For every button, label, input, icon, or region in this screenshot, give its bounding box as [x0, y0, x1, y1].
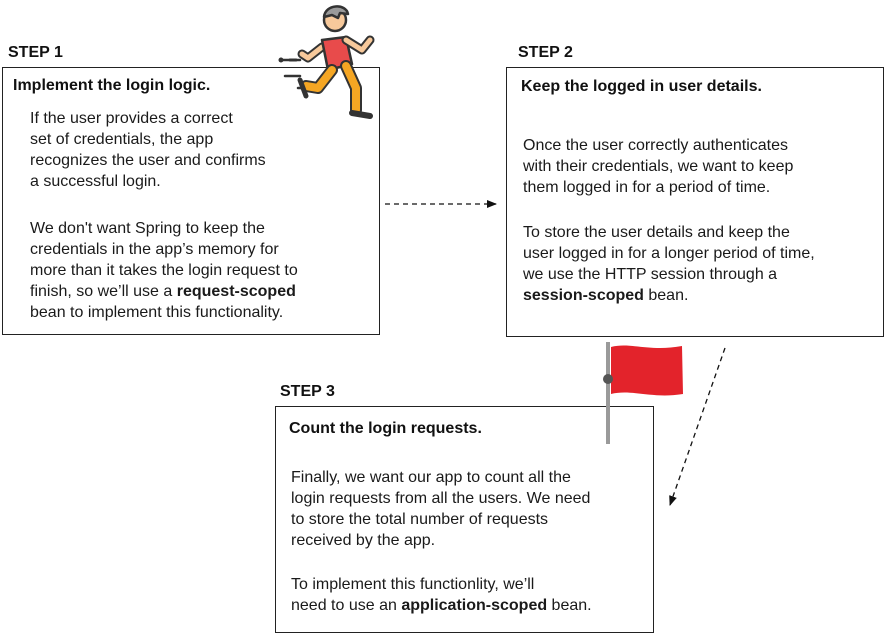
text-line: them logged in for a period of time. [523, 179, 771, 196]
text-line: To store the user details and keep the [523, 224, 790, 241]
text-line: recognizes the user and confirms [30, 152, 266, 169]
step3-paragraph-2: To implement this functionlity, we’ll ne… [291, 574, 592, 616]
session-scoped-term: session-scoped [523, 287, 644, 304]
step1-title: Implement the login logic. [13, 77, 211, 94]
step1-box: Implement the login logic. If the user p… [2, 67, 380, 335]
text-line: If the user provides a correct [30, 110, 233, 127]
text-line: with their credentials, we want to keep [523, 158, 794, 175]
step2-title: Keep the logged in user details. [521, 78, 762, 95]
text-line: to store the total number of requests [291, 511, 549, 528]
text-line: credentials in the app’s memory for [30, 241, 279, 258]
text-line: received by the app. [291, 532, 436, 549]
text-line: user logged in for a longer period of ti… [523, 245, 815, 262]
request-scoped-term: request-scoped [176, 283, 296, 300]
text-line: Finally, we want our app to count all th… [291, 469, 571, 486]
text-line: bean to implement this functionality. [30, 304, 284, 321]
step1-paragraph-1: If the user provides a correct set of cr… [30, 108, 266, 192]
application-scoped-term: application-scoped [401, 597, 548, 614]
text-line: set of credentials, the app [30, 131, 214, 148]
text-fragment: need to use an [291, 597, 402, 614]
text-line: more than it takes the login request to [30, 262, 298, 279]
step3-label: STEP 3 [280, 383, 335, 400]
text-fragment: bean. [547, 597, 592, 614]
step1-label: STEP 1 [8, 44, 63, 61]
text-line: We don't want Spring to keep the [30, 220, 265, 237]
text-line: To implement this functionlity, we’ll [291, 576, 535, 593]
step2-paragraph-1: Once the user correctly authenticates wi… [523, 135, 793, 198]
step2-box: Keep the logged in user details. Once th… [506, 67, 884, 337]
step3-box: Count the login requests. Finally, we wa… [275, 406, 654, 633]
arrow-step2-to-step3 [669, 347, 726, 506]
text-line: we use the HTTP session through a [523, 266, 778, 283]
running-person-icon [278, 5, 375, 119]
text-fragment: bean. [643, 287, 689, 304]
step2-label: STEP 2 [518, 44, 573, 61]
text-line: a successful login. [30, 173, 161, 190]
step3-title: Count the login requests. [289, 420, 482, 437]
red-flag-icon [603, 342, 683, 444]
text-fragment: finish, so we’ll use a [30, 283, 177, 300]
text-line: login requests from all the users. We ne… [291, 490, 591, 507]
text-line: finish, so we’ll use a request-scoped [30, 281, 298, 302]
text-line: Once the user correctly authenticates [523, 137, 789, 154]
text-line: session-scoped bean. [523, 285, 815, 306]
text-line: need to use an application-scoped bean. [291, 595, 592, 616]
step2-paragraph-2: To store the user details and keep the u… [523, 222, 815, 306]
step1-paragraph-2: We don't want Spring to keep the credent… [30, 218, 298, 323]
step3-paragraph-1: Finally, we want our app to count all th… [291, 467, 590, 551]
